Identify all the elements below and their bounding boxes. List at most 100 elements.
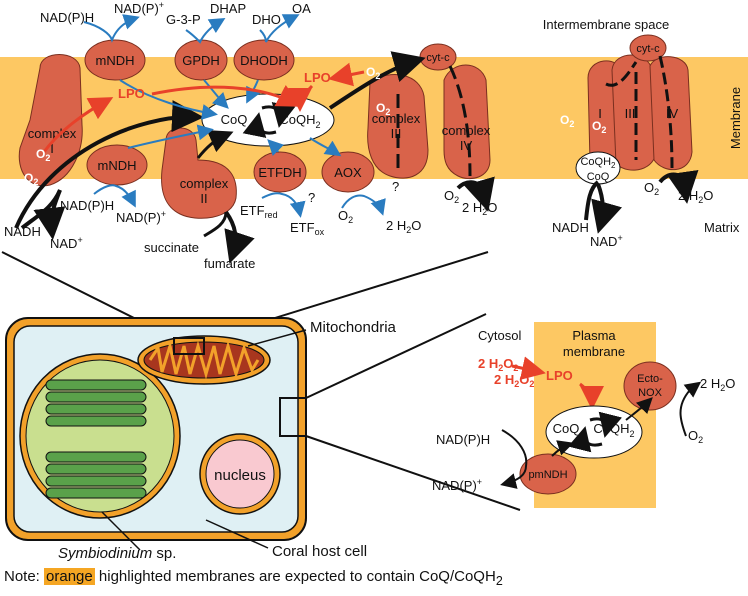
nadp-out-b-label: NAD(P)+ [116, 209, 166, 225]
complex-i-label-2: I [50, 141, 54, 156]
pmndh-label: pmNDH [528, 469, 567, 481]
supercomplex: cyt-c I III IV CoQH2 CoQ O2 O2 NADH NAD+… [552, 34, 713, 249]
etf-ox-label: ETFox [290, 220, 325, 237]
mitochondria-zoom-box [173, 337, 205, 355]
red-arrow-lpo2-coqh2 [288, 84, 314, 112]
nadh-label: NADH [4, 224, 41, 239]
mndh-top [84, 39, 146, 81]
o2-iv-label: O2 [444, 188, 459, 205]
supercomplex-h2o-label: 2 H2O [678, 188, 713, 205]
mitochondria-leader [247, 329, 307, 347]
supercomplex-cytc [629, 34, 667, 62]
plasma-lpo-label: LPO [546, 368, 573, 383]
note-prefix: Note: [4, 568, 45, 585]
blue-arrow-mndh-bottom [93, 184, 136, 208]
plasma-label-2: membrane [563, 344, 625, 359]
plasma-coq-label: CoQ [553, 421, 580, 436]
blue-to-coq-5 [267, 139, 285, 157]
supercomplex-coqh2-label: CoQH2 [580, 156, 616, 170]
o2-aox-label: O2 [338, 208, 353, 225]
arrow-o2-iv [456, 176, 495, 212]
arrow-nad-out [33, 189, 66, 240]
red-arrow-lpo-coqh2-bottom [579, 382, 604, 410]
blue-to-coq-1 [119, 79, 218, 120]
arrow-coqh2-ectonox [625, 397, 653, 421]
nucleus-inner [205, 439, 275, 509]
h2o2-label-2: 2 H2O2 [494, 372, 534, 389]
supercomplex-dash-3 [658, 55, 674, 169]
blue-to-coq-3 [246, 79, 261, 104]
supercomplex-dash-1 [605, 61, 638, 87]
complex-i-label-1: complex [28, 126, 77, 141]
supercomplex-o2-label: O2 [644, 180, 659, 197]
oa-label: OA [292, 1, 311, 16]
mndh-bottom [86, 144, 148, 186]
blue-arrow-aox [341, 194, 386, 216]
cytosol-label: Cytosol [478, 328, 521, 343]
etfdh-label: ETFDH [258, 165, 301, 180]
h2o2-label-1: 2 H2O2 [478, 356, 518, 373]
arrow-complexii-to-coq [196, 130, 234, 159]
supercomplex-arrow-out [591, 183, 622, 234]
blue-arrow-gpdh [185, 17, 226, 44]
supercomplex-cytc-label: cyt-c [636, 43, 660, 55]
intermembrane-space-label: Intermembrane space [543, 17, 669, 32]
supercomplex-iii-label: III [625, 106, 636, 121]
nucleus-label: nucleus [214, 467, 266, 484]
thylakoids-upper [45, 379, 147, 427]
thylakoids-lower [45, 451, 147, 499]
cyt-c-label: cyt-c [426, 52, 450, 64]
arrow-cytc-to-iv [448, 65, 472, 177]
supercomplex-i-label: I [598, 106, 602, 121]
coq-label: CoQ [221, 112, 248, 127]
plasma-zoom-box [279, 397, 307, 437]
supercomplex-o2-arrow [658, 169, 699, 204]
superoxide-2: O2 [24, 171, 38, 187]
note-suffix: highlighted membranes are expected to co… [94, 568, 496, 585]
zoom-line-plasma-bottom [305, 435, 521, 511]
pmndh-nadp-label: NAD(P)+ [432, 477, 482, 493]
complex-ii-label-2: II [200, 191, 207, 206]
symbiodinium-leader [101, 511, 141, 551]
superoxide-3: O2 [366, 65, 380, 81]
plasma-label-1: Plasma [572, 328, 616, 343]
pmndh-nadph-label: NAD(P)H [436, 432, 490, 447]
matrix-label: Matrix [704, 220, 740, 235]
arrow-nadph-pmndh [500, 429, 528, 489]
supercomplex-nadh-label: NADH [552, 220, 589, 235]
supercomplex-iv-shape [649, 56, 693, 171]
question-aox: ? [392, 179, 399, 194]
coral-label: Coral host cell [272, 543, 367, 560]
coq-cycle-arrow-2 [242, 112, 277, 138]
etf-red-label: ETFred [240, 203, 278, 220]
h2o-aox-label: 2 H2O [386, 218, 421, 235]
g3p-label: G-3-P [166, 12, 201, 27]
gpdh-label: GPDH [182, 53, 220, 68]
nadp-out-label: NAD(P)+ [114, 0, 164, 16]
dhodh-label: DHODH [240, 53, 288, 68]
arrow-complexi-to-coq [14, 100, 204, 229]
complex-iv-shape [443, 64, 491, 180]
supercomplex-nad-label: NAD+ [590, 233, 623, 249]
h2o-iv-label: 2 H2O [462, 200, 497, 217]
footnote: Note: orange highlighted membranes are e… [4, 568, 503, 588]
dhap-label: DHAP [210, 1, 246, 16]
lpo-label-1: LPO [118, 86, 145, 101]
red-arrow-h2o2-lpo [511, 356, 546, 380]
red-arrow-complexi-lpo [42, 97, 114, 153]
mitochondrion-cristae [148, 340, 260, 380]
aox-label: AOX [334, 165, 362, 180]
nad-label: NAD+ [50, 235, 83, 251]
complex-i-shape [18, 54, 83, 187]
note-sub: 2 [495, 574, 503, 588]
aox [321, 151, 375, 193]
red-arrow-lpo-coqh2 [151, 84, 302, 107]
nadph-in-label: NAD(P)H [40, 10, 94, 25]
nadph-in-b-label: NAD(P)H [60, 198, 114, 213]
zoom-line-plasma-top [305, 313, 487, 399]
mndh-bottom-label: mNDH [98, 158, 137, 173]
complex-iii-label-1: complex [372, 111, 421, 126]
mndh-top-label: mNDH [96, 53, 135, 68]
